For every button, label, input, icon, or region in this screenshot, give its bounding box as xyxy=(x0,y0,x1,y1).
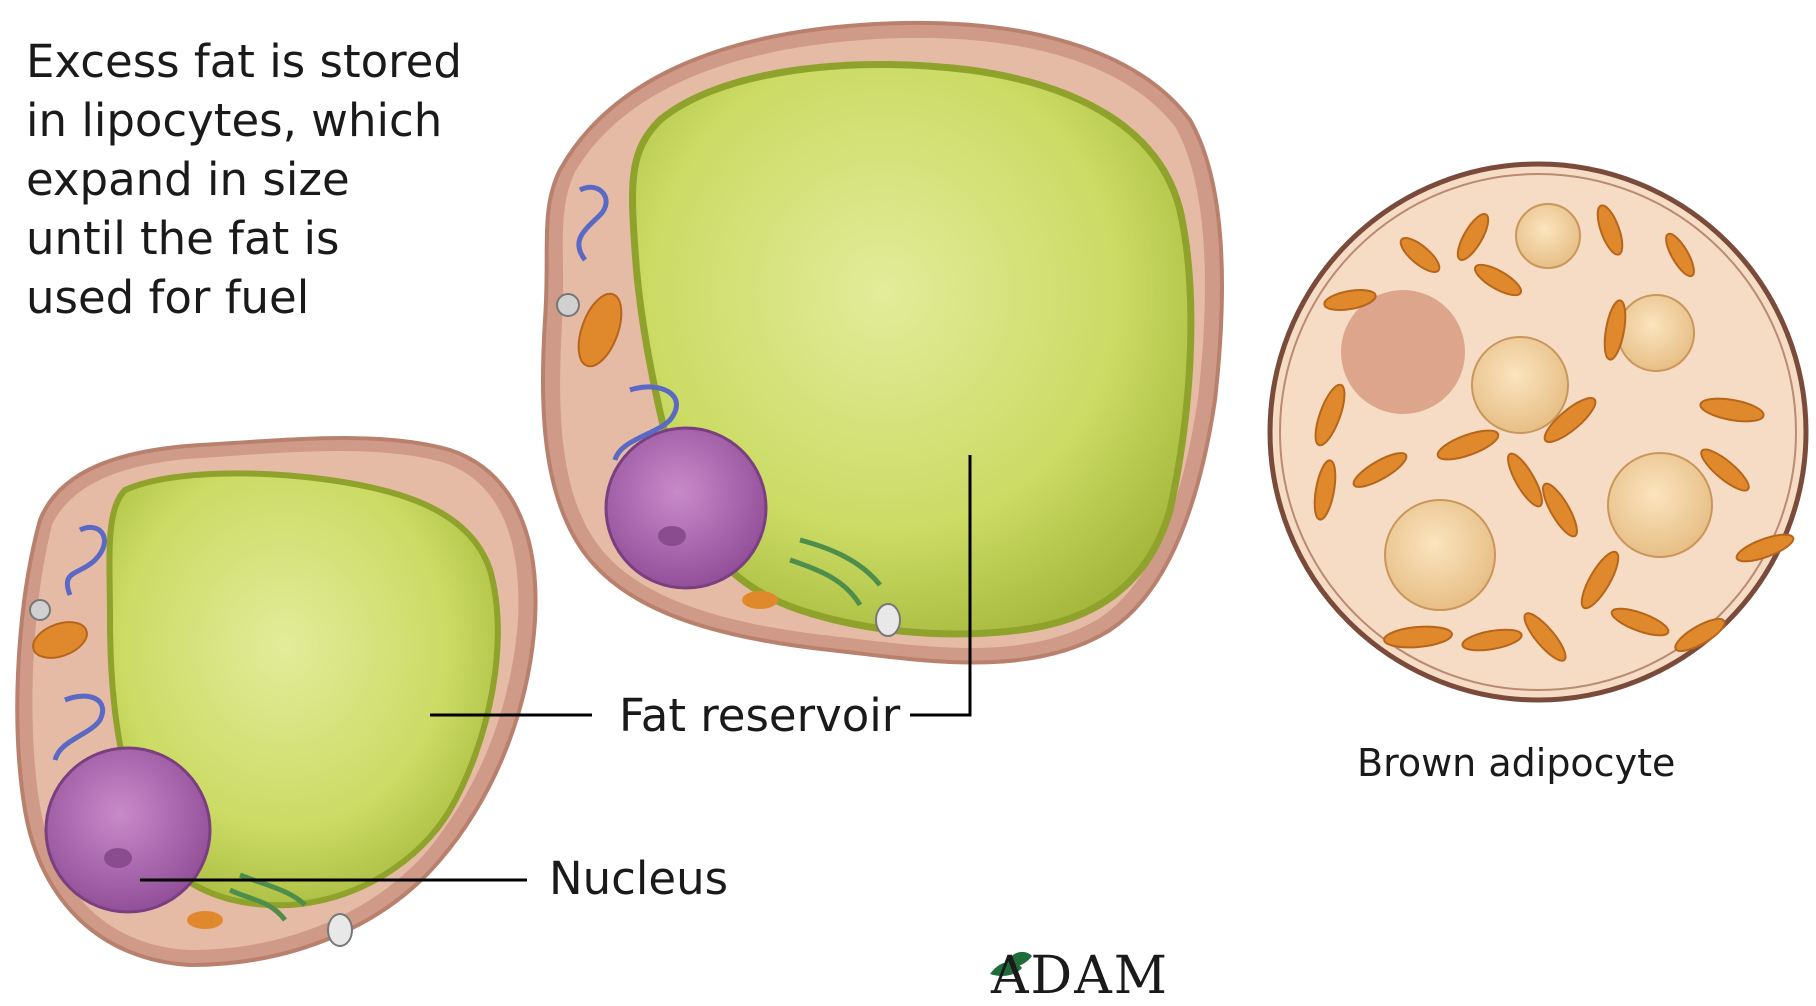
small-vesicle xyxy=(30,600,50,620)
brown-nucleus xyxy=(1341,290,1465,414)
adam-logo-text: ADAM xyxy=(991,946,1169,1006)
brown-adipocyte xyxy=(1270,164,1806,700)
caption-line: Excess fat is stored xyxy=(26,32,496,91)
caption-line: expand in size xyxy=(26,150,496,209)
large-mito-2 xyxy=(742,591,778,609)
small-mito-2 xyxy=(187,911,223,929)
large-nucleolus xyxy=(658,526,686,546)
lipid-droplet xyxy=(1618,295,1694,371)
caption-text: Excess fat is stored in lipocytes, which… xyxy=(26,32,496,327)
caption-line: until the fat is xyxy=(26,209,496,268)
lipid-droplet xyxy=(1608,453,1712,557)
brown-adipocyte-label: Brown adipocyte xyxy=(1357,744,1675,782)
nucleus-label: Nucleus xyxy=(549,856,728,901)
adam-logo: ADAM xyxy=(985,946,1169,1006)
fat-reservoir-label: Fat reservoir xyxy=(619,693,900,738)
small-nucleolus xyxy=(104,848,132,868)
large-vesicle xyxy=(557,294,579,316)
small-lipocyte xyxy=(17,438,535,965)
lipid-droplet xyxy=(1472,337,1568,433)
large-lipocyte xyxy=(543,23,1222,663)
lipid-droplet xyxy=(1385,500,1495,610)
caption-line: used for fuel xyxy=(26,268,496,327)
large-vacuole xyxy=(876,604,900,636)
caption-line: in lipocytes, which xyxy=(26,91,496,150)
lipid-droplet xyxy=(1516,204,1580,268)
large-nucleus xyxy=(606,428,766,588)
small-vacuole xyxy=(328,914,352,946)
small-nucleus xyxy=(46,748,210,912)
